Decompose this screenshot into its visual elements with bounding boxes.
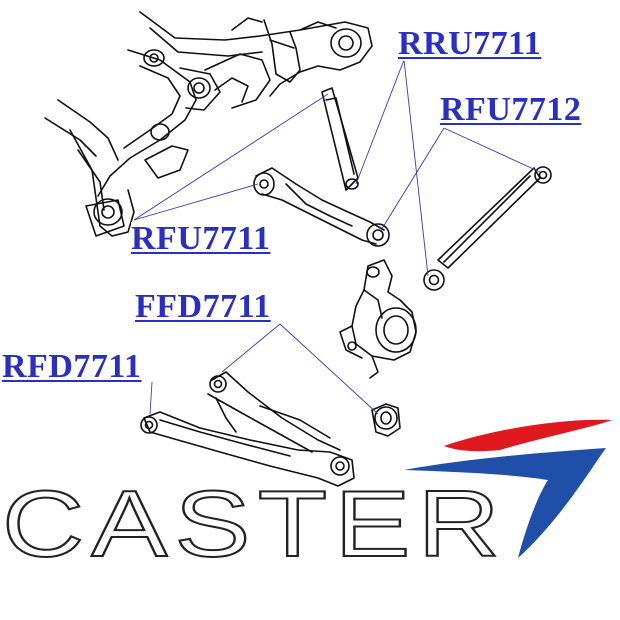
- lower-control-arm: [140, 371, 355, 487]
- label-rfd7711[interactable]: RFD7711: [2, 348, 142, 385]
- upper-link-bar: [321, 87, 359, 191]
- svg-text:CASTER: CASTER: [2, 471, 507, 576]
- bushing: [371, 403, 401, 437]
- rear-subframe: [44, 11, 373, 237]
- wheel-hub-knuckle: [339, 259, 417, 379]
- label-ffd7711[interactable]: FFD7711: [135, 288, 271, 325]
- label-rfu7711[interactable]: RFU7711: [131, 220, 271, 257]
- caster-logo-wordmark: CASTER: [1, 470, 507, 577]
- straight-link-arm: [423, 166, 552, 291]
- leader-lines: [133, 59, 541, 415]
- label-rfu7712[interactable]: RFU7712: [440, 91, 582, 128]
- label-rru7711[interactable]: RRU7711: [398, 25, 542, 62]
- caster-logo-swoosh: [404, 419, 612, 558]
- curved-control-arm: [253, 167, 390, 247]
